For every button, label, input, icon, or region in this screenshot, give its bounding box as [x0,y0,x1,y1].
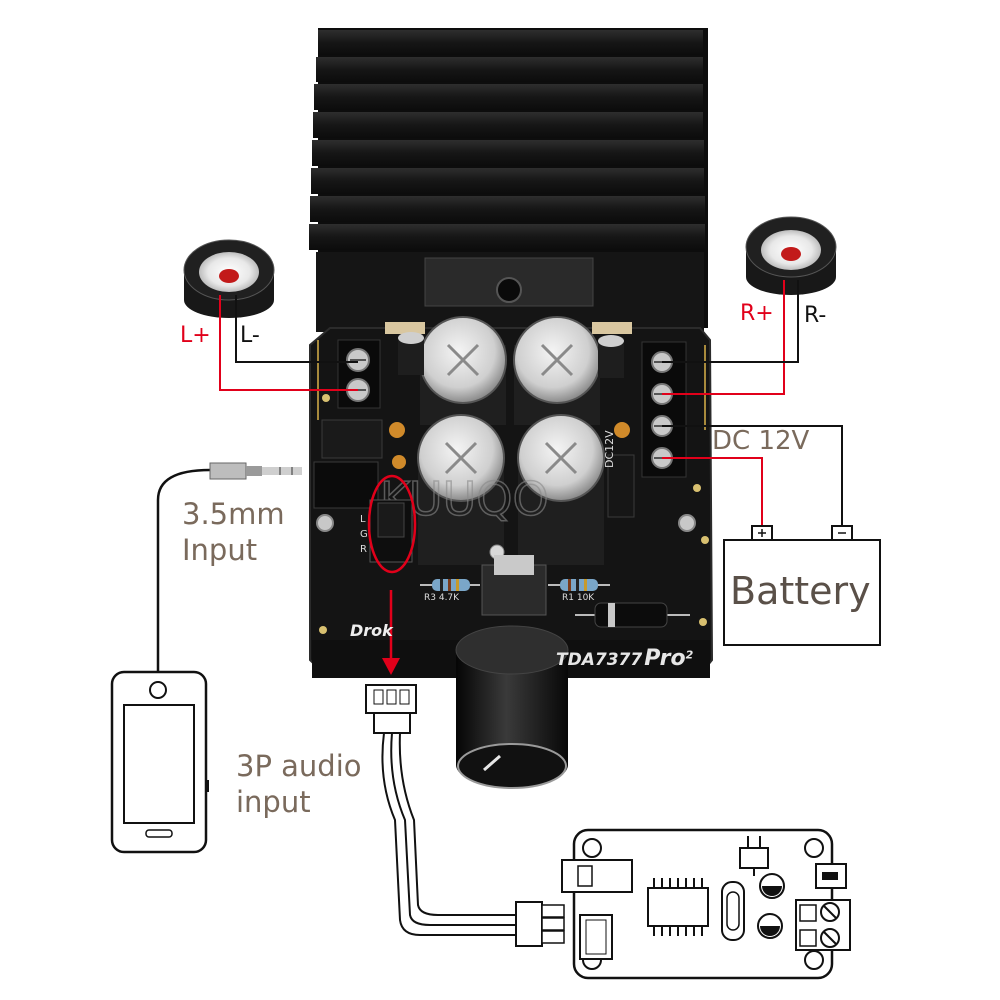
label-3p-line1: 3P audio [236,749,362,783]
phone [110,670,209,854]
arrow-down [382,590,400,675]
speaker-right [745,216,837,295]
dc12v-marking: DC12V [603,430,616,468]
capacitor-br [517,414,605,565]
label-dc: DC 12V [712,426,810,456]
label-35mm-line2: Input [182,533,258,567]
label-right-minus: R- [804,303,827,328]
capacitor-tl [419,316,507,425]
ceramic-capacitor [389,422,405,438]
jack-cable [156,462,302,680]
resistor-r1 [548,579,610,591]
wire-battery-plus [662,457,763,528]
capacitor-tr [513,316,601,425]
wire-right-minus [662,280,799,363]
resistor-r3 [420,579,480,591]
mount-hole [316,514,334,532]
jack-socket [313,419,383,509]
lgr-l: L [360,514,366,525]
lgr-r: R [360,544,367,555]
capacitor-dc12v [607,454,635,518]
lgr-header [369,499,413,563]
capacitor-bl [417,414,505,565]
lgr-g: G [360,529,368,540]
heatsink [309,28,708,332]
label-right-plus: R+ [740,301,774,326]
label-left-plus: L+ [180,323,211,348]
secondary-board [561,828,851,980]
ceramic-capacitor [392,455,406,469]
label-left-minus: L- [240,323,260,348]
pcb-board [309,322,714,678]
diode [575,602,690,628]
mount-hole [678,514,696,532]
wire-battery-minus [662,425,843,528]
chip-label: TDA7377Pro2 [556,648,693,670]
ceramic-capacitor [614,422,630,438]
chip-name: TDA7377 [556,650,643,670]
small-capacitor-right [598,335,624,378]
volume-knob [455,555,569,789]
battery [723,525,881,646]
brand-logo: Drok [350,621,393,640]
small-capacitor-left [398,332,424,375]
3p-connector [365,684,565,947]
left-terminal-block [337,339,381,409]
wire-left-minus [235,295,358,363]
r1-marking: R1 10K [562,593,595,603]
label-35mm-line1: 3.5mm [182,497,285,531]
highlight-circle [367,474,417,574]
r3-marking: R3 4.7K [424,593,460,603]
chip-pro: Pro [644,646,686,671]
chip-pro-sup: 2 [685,648,694,662]
label-battery: Battery [730,569,871,613]
wire-left-plus [219,295,358,391]
speaker-left [183,239,275,318]
label-3p-line2: input [236,785,311,819]
wire-right-plus [662,280,785,395]
